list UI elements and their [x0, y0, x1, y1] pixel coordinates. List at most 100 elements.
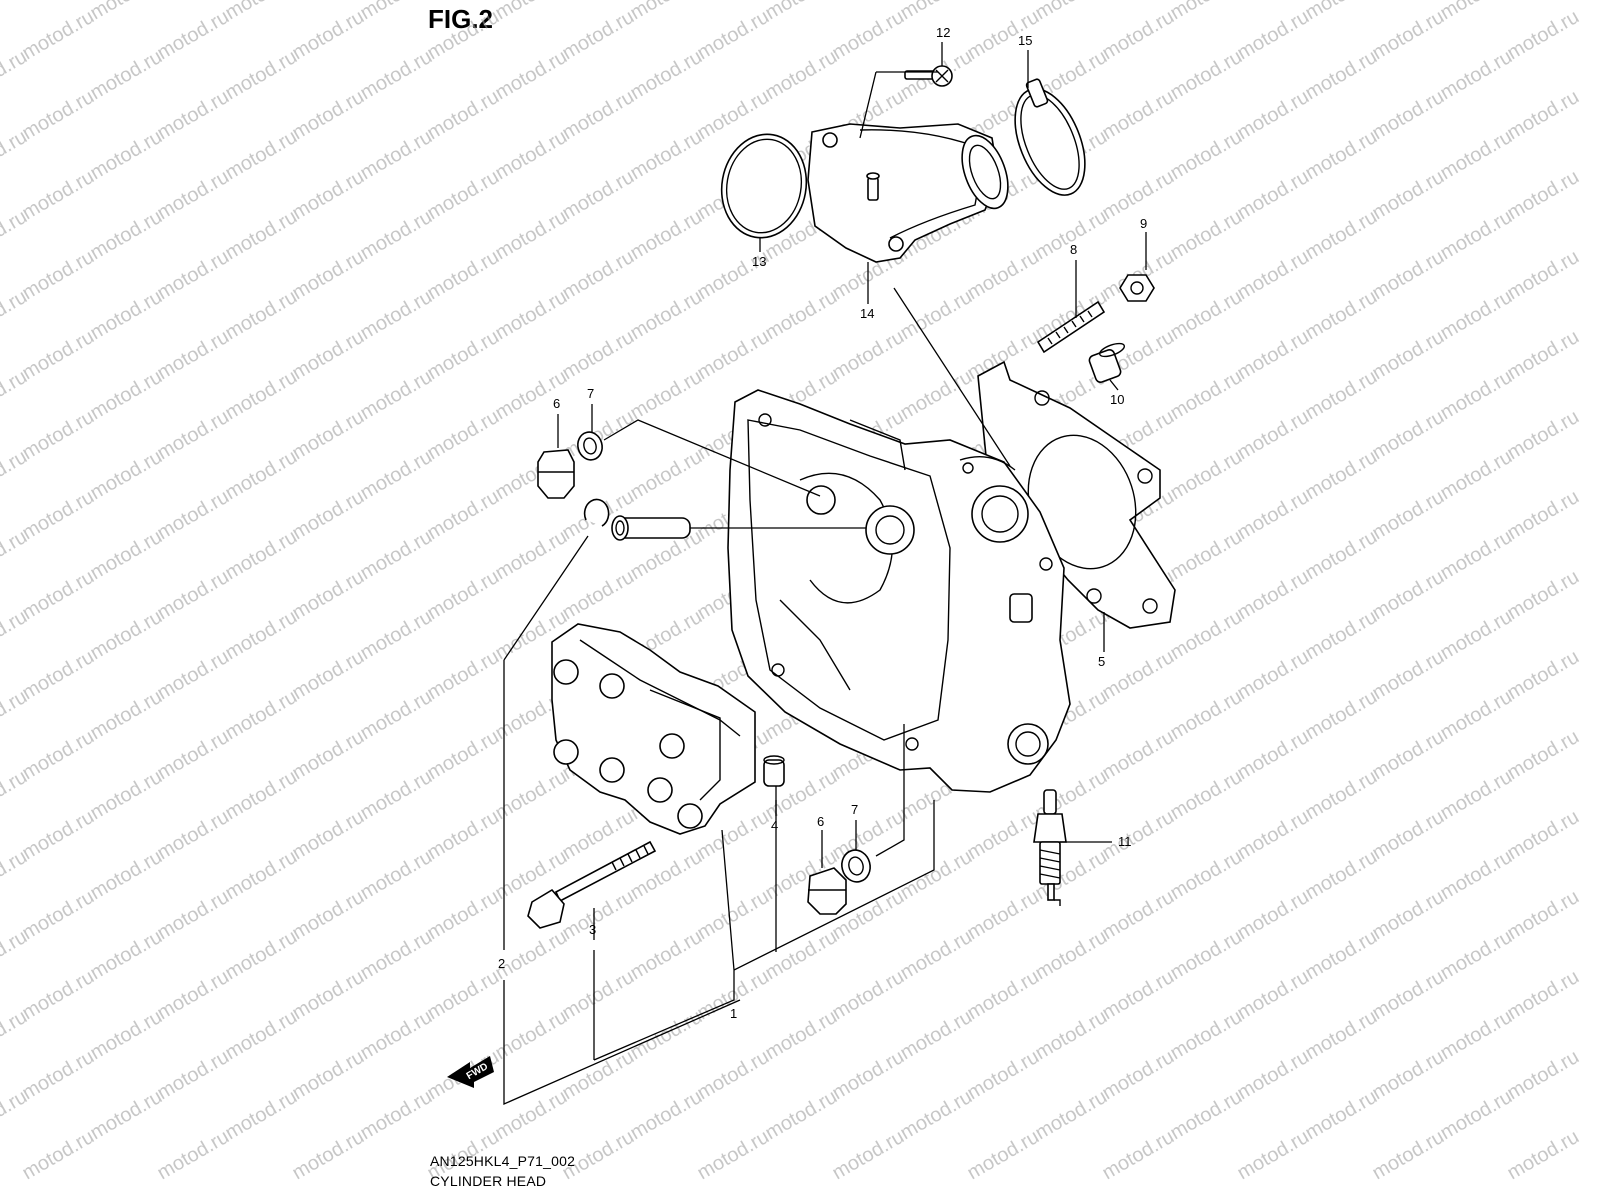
watermark-text: motod.ru	[222, 926, 301, 985]
watermark-text: motod.ru	[87, 526, 166, 585]
watermark-text: motod.ru	[222, 46, 301, 105]
watermark-text: motod.ru	[1099, 966, 1178, 1025]
watermark-text: motod.ru	[154, 86, 233, 145]
callout-9: 9	[1140, 216, 1147, 231]
watermark-text: motod.ru	[897, 286, 976, 345]
flange-nut[interactable]	[1119, 274, 1155, 302]
watermark-text: motod.ru	[1099, 1046, 1178, 1105]
callout-15: 15	[1018, 33, 1032, 48]
watermark-text: motod.ru	[559, 6, 638, 65]
watermark-text: motod.ru	[1504, 6, 1583, 65]
watermark-text: motod.ru	[1302, 846, 1381, 905]
watermark-text: motod.ru	[154, 806, 233, 865]
watermark-text: motod.ru	[1504, 246, 1583, 305]
watermark-text: motod.ru	[1302, 446, 1381, 505]
watermark-text: motod.ru	[154, 1126, 233, 1185]
watermark-text: motod.ru	[357, 686, 436, 745]
callout-12: 14	[860, 306, 874, 321]
spark-plug[interactable]	[1033, 789, 1067, 906]
watermark-text: motod.ru	[964, 1046, 1043, 1105]
watermark-text: motod.ru	[19, 1046, 98, 1105]
watermark-text: motod.ru	[222, 606, 301, 665]
watermark-text: motod.ru	[87, 206, 166, 265]
watermark-text: motod.ru	[87, 46, 166, 105]
watermark-text: motod.ru	[897, 846, 976, 905]
watermark-text: motod.ru	[154, 326, 233, 385]
figure-code: AN125HKL4_P71_002	[430, 1153, 576, 1169]
watermark-text: motod.ru	[424, 646, 503, 705]
cap-lower[interactable]	[807, 867, 847, 915]
watermark-text: motod.ru	[19, 646, 98, 705]
valve-guide[interactable]	[611, 515, 691, 541]
watermark-text: motod.ru	[762, 286, 841, 345]
watermark-text: motod.ru	[762, 1086, 841, 1145]
watermark-text: motod.ru	[424, 726, 503, 785]
watermark-text: motod.ru	[289, 166, 368, 225]
circlip[interactable]	[583, 498, 610, 527]
watermark-text: motod.ru	[1032, 926, 1111, 985]
watermark-text: motod.ru	[1302, 926, 1381, 985]
watermark-text: motod.ru	[87, 846, 166, 905]
intake-bolt[interactable]	[904, 65, 953, 87]
watermark-text: motod.ru	[19, 726, 98, 785]
watermark-text: motod.ru	[1167, 766, 1246, 825]
intake-o-ring[interactable]	[714, 127, 815, 244]
watermark-text: motod.ru	[424, 86, 503, 145]
watermark-text: motod.ru	[289, 486, 368, 545]
callout-5: 5	[1098, 654, 1105, 669]
watermark-text: motod.ru	[424, 246, 503, 305]
watermark-text: motod.ru	[87, 126, 166, 185]
washer-upper[interactable]	[575, 429, 605, 462]
watermark-text: motod.ru	[897, 0, 976, 24]
watermark-text: motod.ru	[762, 0, 841, 24]
watermark-text: motod.ru	[424, 486, 503, 545]
dowel-pin[interactable]	[1088, 341, 1126, 384]
watermark-text: motod.ru	[627, 206, 706, 265]
callout-7-lower: 7	[851, 802, 858, 817]
watermark-text: motod.ru	[1437, 366, 1516, 425]
watermark-text: motod.ru	[492, 286, 571, 345]
cylinder-head[interactable]	[727, 389, 1071, 793]
watermark-text: motod.ru	[1302, 46, 1381, 105]
watermark-text: motod.ru	[154, 1046, 233, 1105]
watermark-text: motod.ru	[1302, 766, 1381, 825]
watermark-text: motod.ru	[1369, 646, 1448, 705]
watermark-text: motod.ru	[492, 46, 571, 105]
watermark-text: motod.ru	[1099, 806, 1178, 865]
watermark-text: motod.ru	[1369, 1126, 1448, 1185]
watermark-text: motod.ru	[897, 926, 976, 985]
dowel-pin-lower[interactable]	[763, 755, 785, 787]
intake-clamp[interactable]	[1001, 78, 1099, 205]
watermark-text: motod.ru	[559, 566, 638, 625]
watermark-text: motod.ru	[289, 246, 368, 305]
watermark-text: motod.ru	[762, 1006, 841, 1065]
watermark-text: motod.ru	[1167, 126, 1246, 185]
watermark-text: motod.ru	[357, 926, 436, 985]
callout-3: 3	[589, 922, 596, 937]
watermark-text: motod.ru	[627, 0, 706, 24]
stud-bolt[interactable]	[1036, 300, 1106, 354]
watermark-text: motod.ru	[694, 1046, 773, 1105]
intake-pipe[interactable]	[807, 123, 1017, 263]
watermark-text: motod.ru	[1167, 446, 1246, 505]
watermark-text: motod.ru	[424, 166, 503, 225]
watermark-text: motod.ru	[289, 6, 368, 65]
camshaft-holder[interactable]	[551, 623, 756, 835]
washer-lower[interactable]	[838, 847, 873, 885]
watermark-text: motod.ru	[694, 886, 773, 945]
watermark-text: motod.ru	[87, 446, 166, 505]
watermark-text: motod.ru	[87, 606, 166, 665]
watermark-text: motod.ru	[1302, 286, 1381, 345]
head-bolt[interactable]	[527, 840, 657, 929]
watermark-text: motod.ru	[424, 806, 503, 865]
watermark-text: motod.ru	[1234, 1046, 1313, 1105]
watermark-text: motod.ru	[19, 86, 98, 145]
cap-upper[interactable]	[537, 449, 575, 499]
watermark-text: motod.ru	[1504, 166, 1583, 225]
watermark-text: motod.ru	[1369, 326, 1448, 385]
watermark-text: motod.ru	[1099, 6, 1178, 65]
watermark-text: motod.ru	[1234, 566, 1313, 625]
watermark-text: motod.ru	[627, 126, 706, 185]
watermark-text: motod.ru	[19, 246, 98, 305]
watermark-text: motod.ru	[492, 126, 571, 185]
